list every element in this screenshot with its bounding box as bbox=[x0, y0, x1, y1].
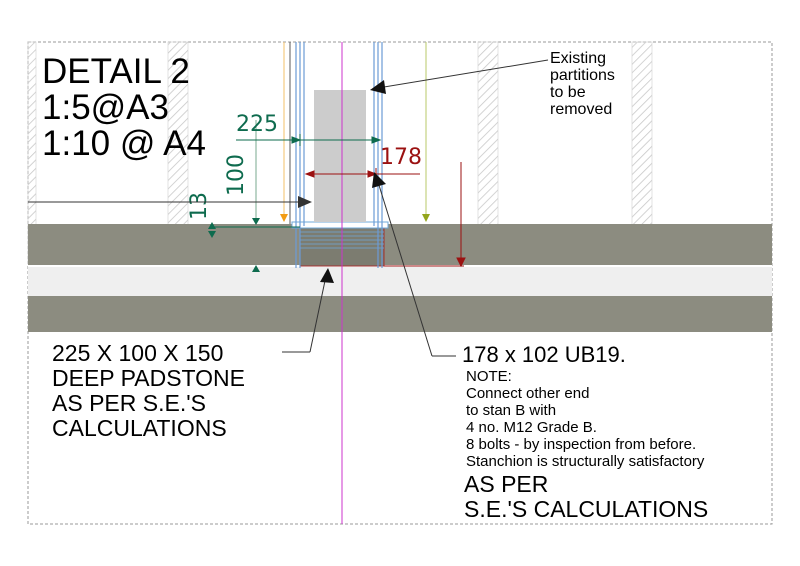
dim-13: 13 bbox=[187, 192, 212, 220]
leader-existing-partitions bbox=[370, 59, 549, 94]
steel-beam bbox=[314, 90, 366, 222]
floor-slab-band bbox=[28, 224, 772, 266]
red-level-line bbox=[384, 162, 466, 268]
leader-padstone bbox=[282, 268, 334, 353]
existing-partitions-note: Existing partitions to be removed bbox=[550, 50, 615, 118]
svg-text:225 X 100 X 150: 225 X 100 X 150 bbox=[52, 340, 223, 366]
svg-text:removed: removed bbox=[550, 101, 612, 118]
connection-note: NOTE: Connect other end to stan B with 4… bbox=[466, 368, 705, 470]
svg-text:NOTE:: NOTE: bbox=[466, 368, 512, 385]
svg-text:to stan B with: to stan B with bbox=[466, 402, 556, 419]
dim-225-line bbox=[236, 134, 382, 146]
svg-text:partitions: partitions bbox=[550, 67, 615, 84]
partition-columns bbox=[27, 41, 653, 265]
leader-beam bbox=[372, 172, 456, 357]
as-per-line1: AS PER bbox=[464, 471, 548, 497]
scale-a3: 1:5@A3 bbox=[42, 88, 169, 127]
beam-label: 178 x 102 UB19. bbox=[462, 342, 626, 367]
padstone-note: 225 X 100 X 150 DEEP PADSTONE AS PER S.E… bbox=[52, 340, 245, 441]
dim-178: 178 bbox=[380, 145, 422, 170]
svg-text:8 bolts - by inspection from b: 8 bolts - by inspection from before. bbox=[466, 436, 696, 453]
svg-text:AS PER S.E.'S: AS PER S.E.'S bbox=[52, 390, 206, 416]
svg-text:to be: to be bbox=[550, 84, 586, 101]
dim-225: 225 bbox=[236, 112, 278, 137]
floor-lower-band bbox=[28, 296, 772, 332]
as-per-line2: S.E.'S CALCULATIONS bbox=[464, 496, 708, 522]
scale-a4: 1:10 @ A4 bbox=[42, 124, 206, 163]
stud-lines bbox=[295, 42, 383, 268]
svg-text:4 no. M12 Grade B.: 4 no. M12 Grade B. bbox=[466, 419, 597, 436]
light-band bbox=[28, 266, 772, 296]
detail-title: DETAIL 2 bbox=[42, 52, 190, 91]
svg-text:CALCULATIONS: CALCULATIONS bbox=[52, 415, 227, 441]
dim-100: 100 bbox=[224, 154, 249, 196]
svg-text:Stanchion is structurally sati: Stanchion is structurally satisfactory bbox=[466, 453, 705, 470]
arrow-left-to-beam bbox=[28, 196, 312, 208]
svg-text:Existing: Existing bbox=[550, 50, 606, 67]
level-markers bbox=[208, 214, 430, 272]
svg-text:DEEP PADSTONE: DEEP PADSTONE bbox=[52, 365, 245, 391]
svg-text:Connect other end: Connect other end bbox=[466, 385, 589, 402]
